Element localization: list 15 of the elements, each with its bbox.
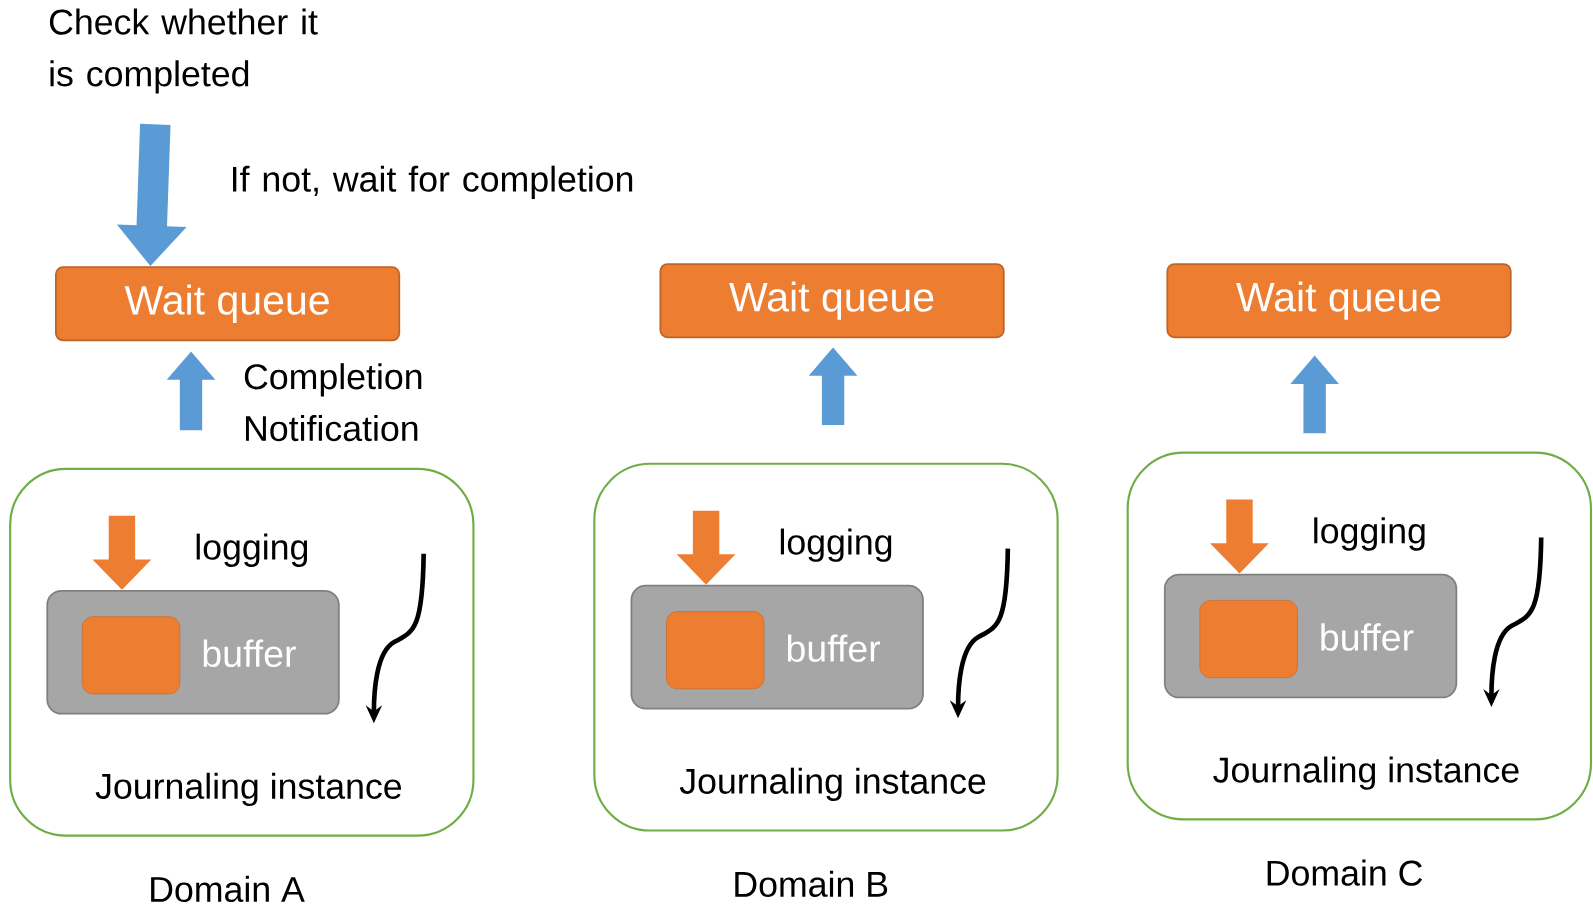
domain-label: Domain A: [151, 875, 305, 902]
queue-box: Wait queue: [1166, 263, 1512, 339]
domain-label: Domain C: [1267, 859, 1423, 886]
note-text: Check whether it is completed: [49, 8, 318, 94]
edge-label: If not, wait for completion: [233, 165, 633, 199]
queue-box: Wait queue: [55, 266, 401, 342]
buffer-block: [1199, 599, 1298, 678]
buffer-block: [81, 616, 181, 695]
edge-label: logging: [1314, 517, 1425, 551]
edge-label: logging: [780, 528, 892, 562]
buffer-block: [666, 611, 765, 690]
edge-label: logging: [196, 533, 308, 567]
domain-label: Domain B: [735, 870, 888, 897]
queue-box: Wait queue: [659, 263, 1005, 339]
edge-label: Completion Notification: [244, 363, 422, 442]
